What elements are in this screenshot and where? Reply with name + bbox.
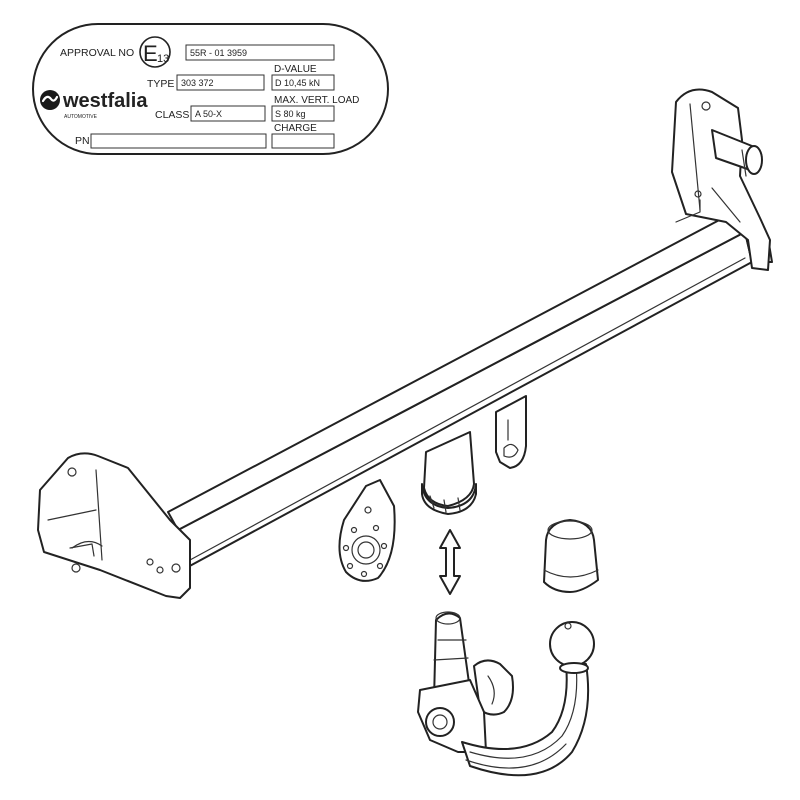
left-bracket: [37, 452, 191, 599]
left-bracket-hole: [71, 563, 81, 573]
type-value-box: [176, 74, 265, 91]
e-mark-circle: [139, 36, 171, 68]
class-value: A 50-X: [195, 109, 222, 119]
charge-box: [271, 133, 335, 149]
right-bracket: [671, 88, 771, 271]
socket-bracket: [338, 479, 396, 582]
ball-cap-body: [543, 519, 599, 593]
type-value: 303 372: [181, 78, 214, 88]
tow-ball: [549, 621, 595, 667]
type-plate: APPROVAL NO E 13 55R - 01 3959 TYPE 303 …: [32, 23, 389, 155]
swan-neck: [461, 663, 590, 777]
right-bracket-hole: [701, 101, 711, 111]
socket-holder-rear: [495, 395, 527, 469]
brand-name: westfalia: [62, 90, 148, 112]
brand-sub: AUTOMOTIVE: [64, 114, 98, 120]
ball-cap: [543, 519, 599, 593]
neck-stem: [433, 612, 471, 701]
left-bracket-plate: [37, 452, 191, 599]
cross-beam: [167, 216, 773, 569]
beam-edge-line: [189, 257, 746, 561]
class-value-box: [190, 105, 266, 122]
approval-value: 55R - 01 3959: [190, 48, 247, 58]
left-bracket-hole: [156, 566, 164, 574]
pn-value-box: [90, 133, 267, 149]
left-bracket-hole: [171, 563, 181, 573]
receiver-tube: [423, 431, 475, 507]
dvalue-label: D-VALUE: [274, 64, 317, 75]
class-label: CLASS: [155, 109, 189, 121]
receiver-socket: [421, 431, 477, 515]
maxload-box: [271, 105, 335, 122]
right-bracket-hole: [694, 190, 702, 198]
right-bracket-bolt-end: [745, 145, 763, 175]
approval-label: APPROVAL NO: [60, 47, 134, 59]
westfalia-logo-mark-icon: [40, 90, 60, 110]
e-mark-letter: E: [143, 41, 158, 66]
dvalue-box: [271, 74, 335, 91]
left-bracket-hole: [67, 467, 77, 477]
tow-ball-neck: [417, 611, 595, 777]
maxload-value: S 80 kg: [275, 109, 306, 119]
socket-bracket-center: [351, 535, 381, 565]
pn-label: PN: [75, 135, 90, 147]
westfalia-logo: westfalia AUTOMOTIVE: [40, 90, 148, 120]
right-bracket-plate: [671, 88, 771, 271]
tow-ball-neck-ring: [559, 662, 589, 674]
receiver-collar: [421, 483, 477, 515]
left-bracket-hole: [146, 558, 154, 566]
charge-label: CHARGE: [274, 123, 317, 134]
maxload-label: MAX. VERT. LOAD: [274, 95, 359, 106]
beam-front-face: [177, 231, 753, 569]
e-mark-number: 13: [157, 53, 169, 65]
dvalue-value: D 10,45 kN: [275, 78, 320, 88]
double-arrow-vertical-icon: [439, 529, 461, 595]
approval-value-box: [185, 44, 335, 61]
type-label: TYPE: [147, 78, 174, 90]
